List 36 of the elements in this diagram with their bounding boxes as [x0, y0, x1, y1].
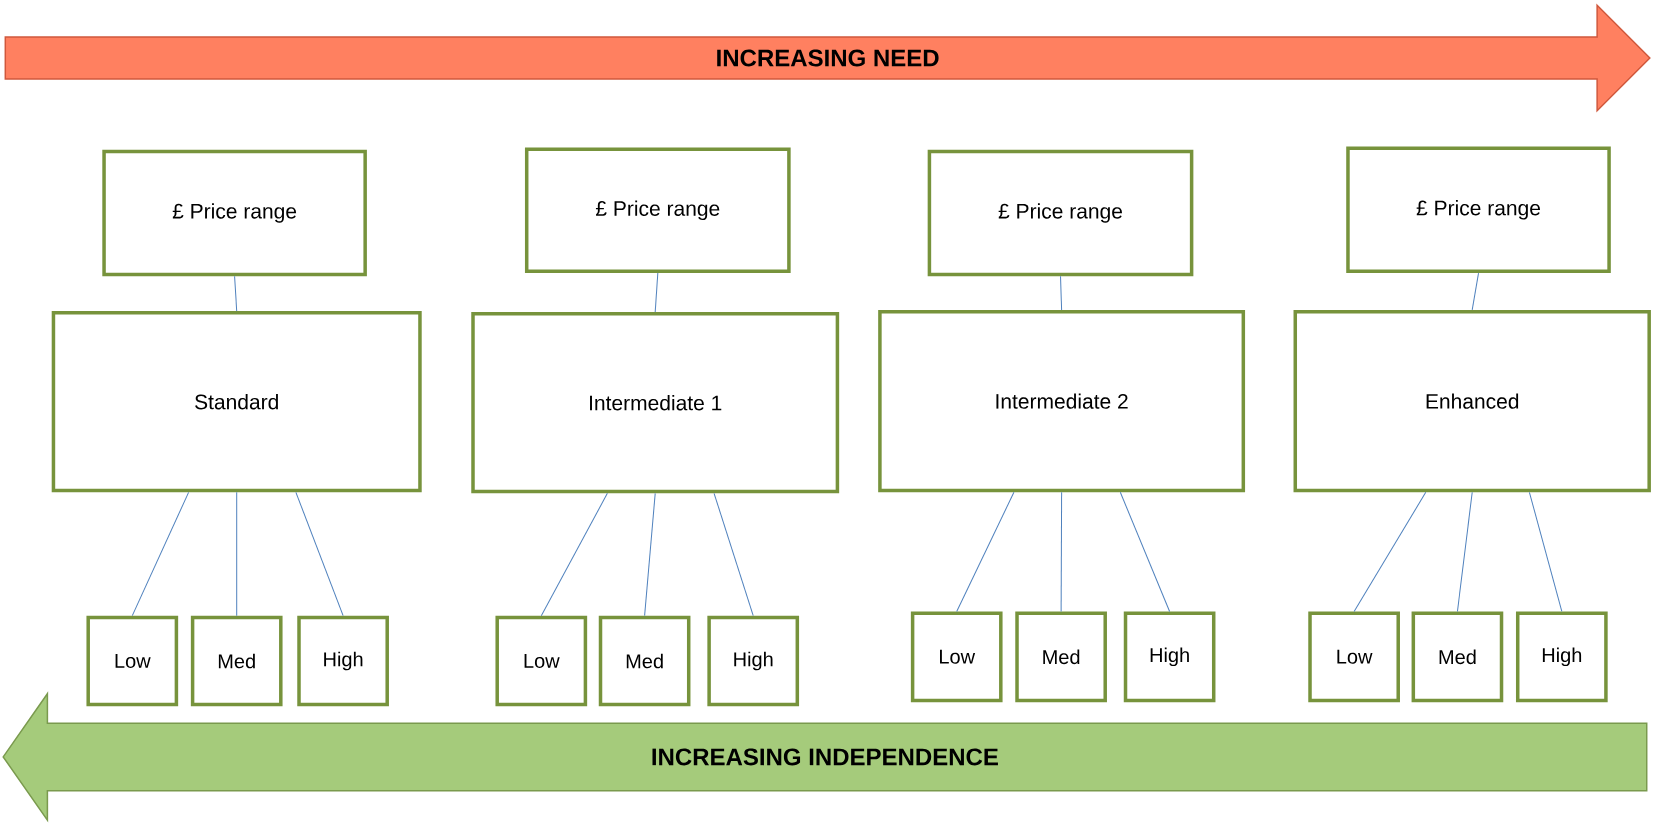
band-box: High: [1515, 611, 1608, 703]
connector-line: [1528, 491, 1563, 612]
connector-line: [1471, 272, 1479, 311]
connector-line: [1353, 491, 1427, 612]
connector-line: [644, 492, 656, 617]
price-box: £ Price range: [102, 149, 367, 277]
level-box: Intermediate 2: [878, 309, 1246, 493]
band-box: Low: [910, 611, 1003, 703]
band-box: High: [707, 615, 800, 707]
connector-line: [1060, 491, 1063, 612]
connector-line: [956, 491, 1015, 612]
level-box: Standard: [51, 311, 422, 493]
connector-line: [131, 491, 190, 617]
connector-line: [295, 491, 344, 617]
band-box: Med: [598, 615, 691, 707]
price-box: £ Price range: [1346, 146, 1611, 274]
connector-line: [654, 272, 659, 313]
level-box: Intermediate 1: [471, 312, 840, 494]
level-box: Enhanced: [1293, 309, 1651, 493]
band-box: Med: [190, 615, 283, 707]
band-box: Low: [86, 615, 179, 707]
connector-line: [1456, 491, 1473, 612]
connector-line: [234, 275, 238, 312]
connector-line: [1119, 491, 1171, 612]
band-box: High: [297, 615, 389, 707]
connector-line: [236, 491, 238, 617]
connector-line: [1060, 275, 1063, 311]
band-box: Low: [1308, 611, 1400, 703]
band-box: Low: [495, 615, 588, 707]
connector-line: [713, 492, 754, 617]
price-box: £ Price range: [524, 147, 791, 274]
price-box: £ Price range: [927, 149, 1194, 277]
band-box: Med: [1015, 611, 1107, 703]
band-box: Med: [1411, 611, 1504, 703]
connector-line: [540, 492, 608, 617]
band-box: High: [1123, 611, 1216, 703]
